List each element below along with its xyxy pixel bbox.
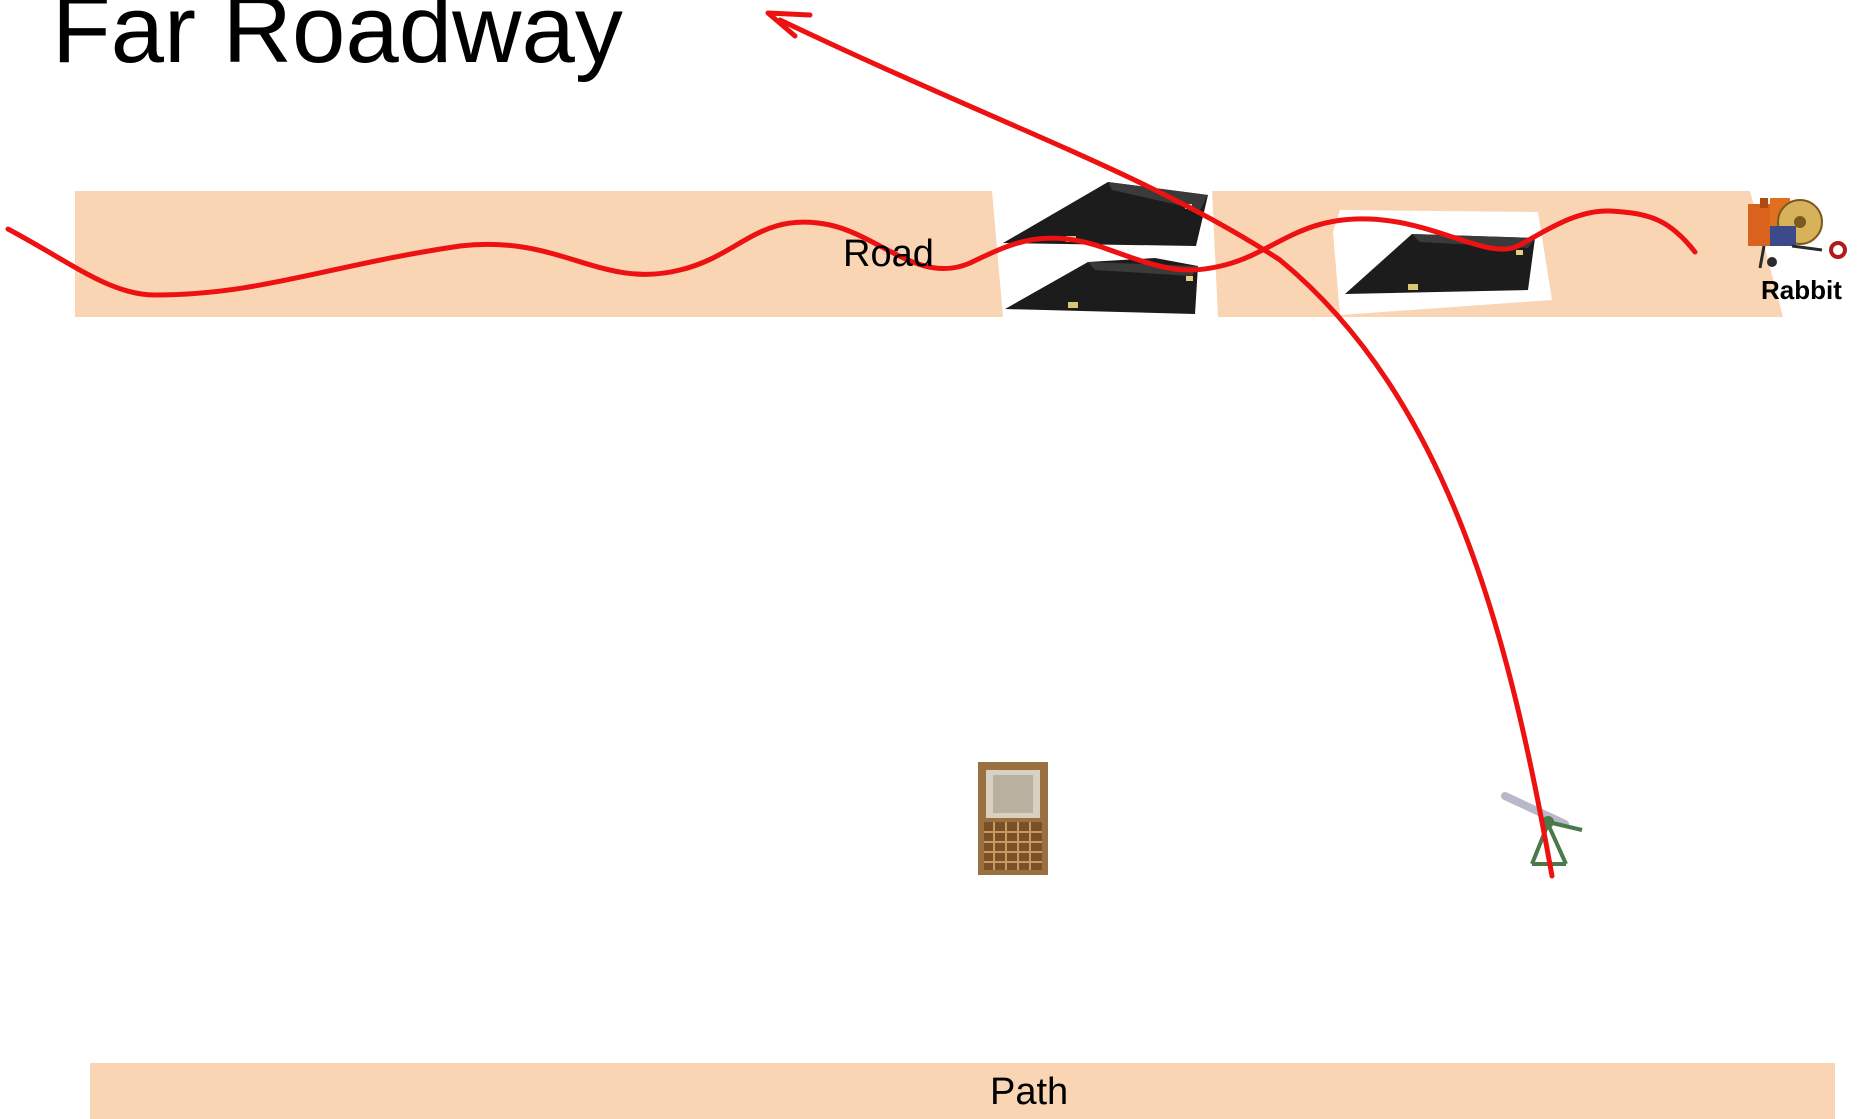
roadway-segment-left (75, 191, 1003, 317)
rabbit-launcher-icon (1748, 198, 1845, 268)
ramp-icon (1333, 210, 1552, 315)
arc-trajectory (780, 20, 1552, 876)
path-band (90, 1063, 1835, 1119)
trajectory-lines (8, 13, 1695, 876)
ramp-icon (1003, 182, 1208, 246)
shooting-booth-icon (978, 762, 1048, 875)
